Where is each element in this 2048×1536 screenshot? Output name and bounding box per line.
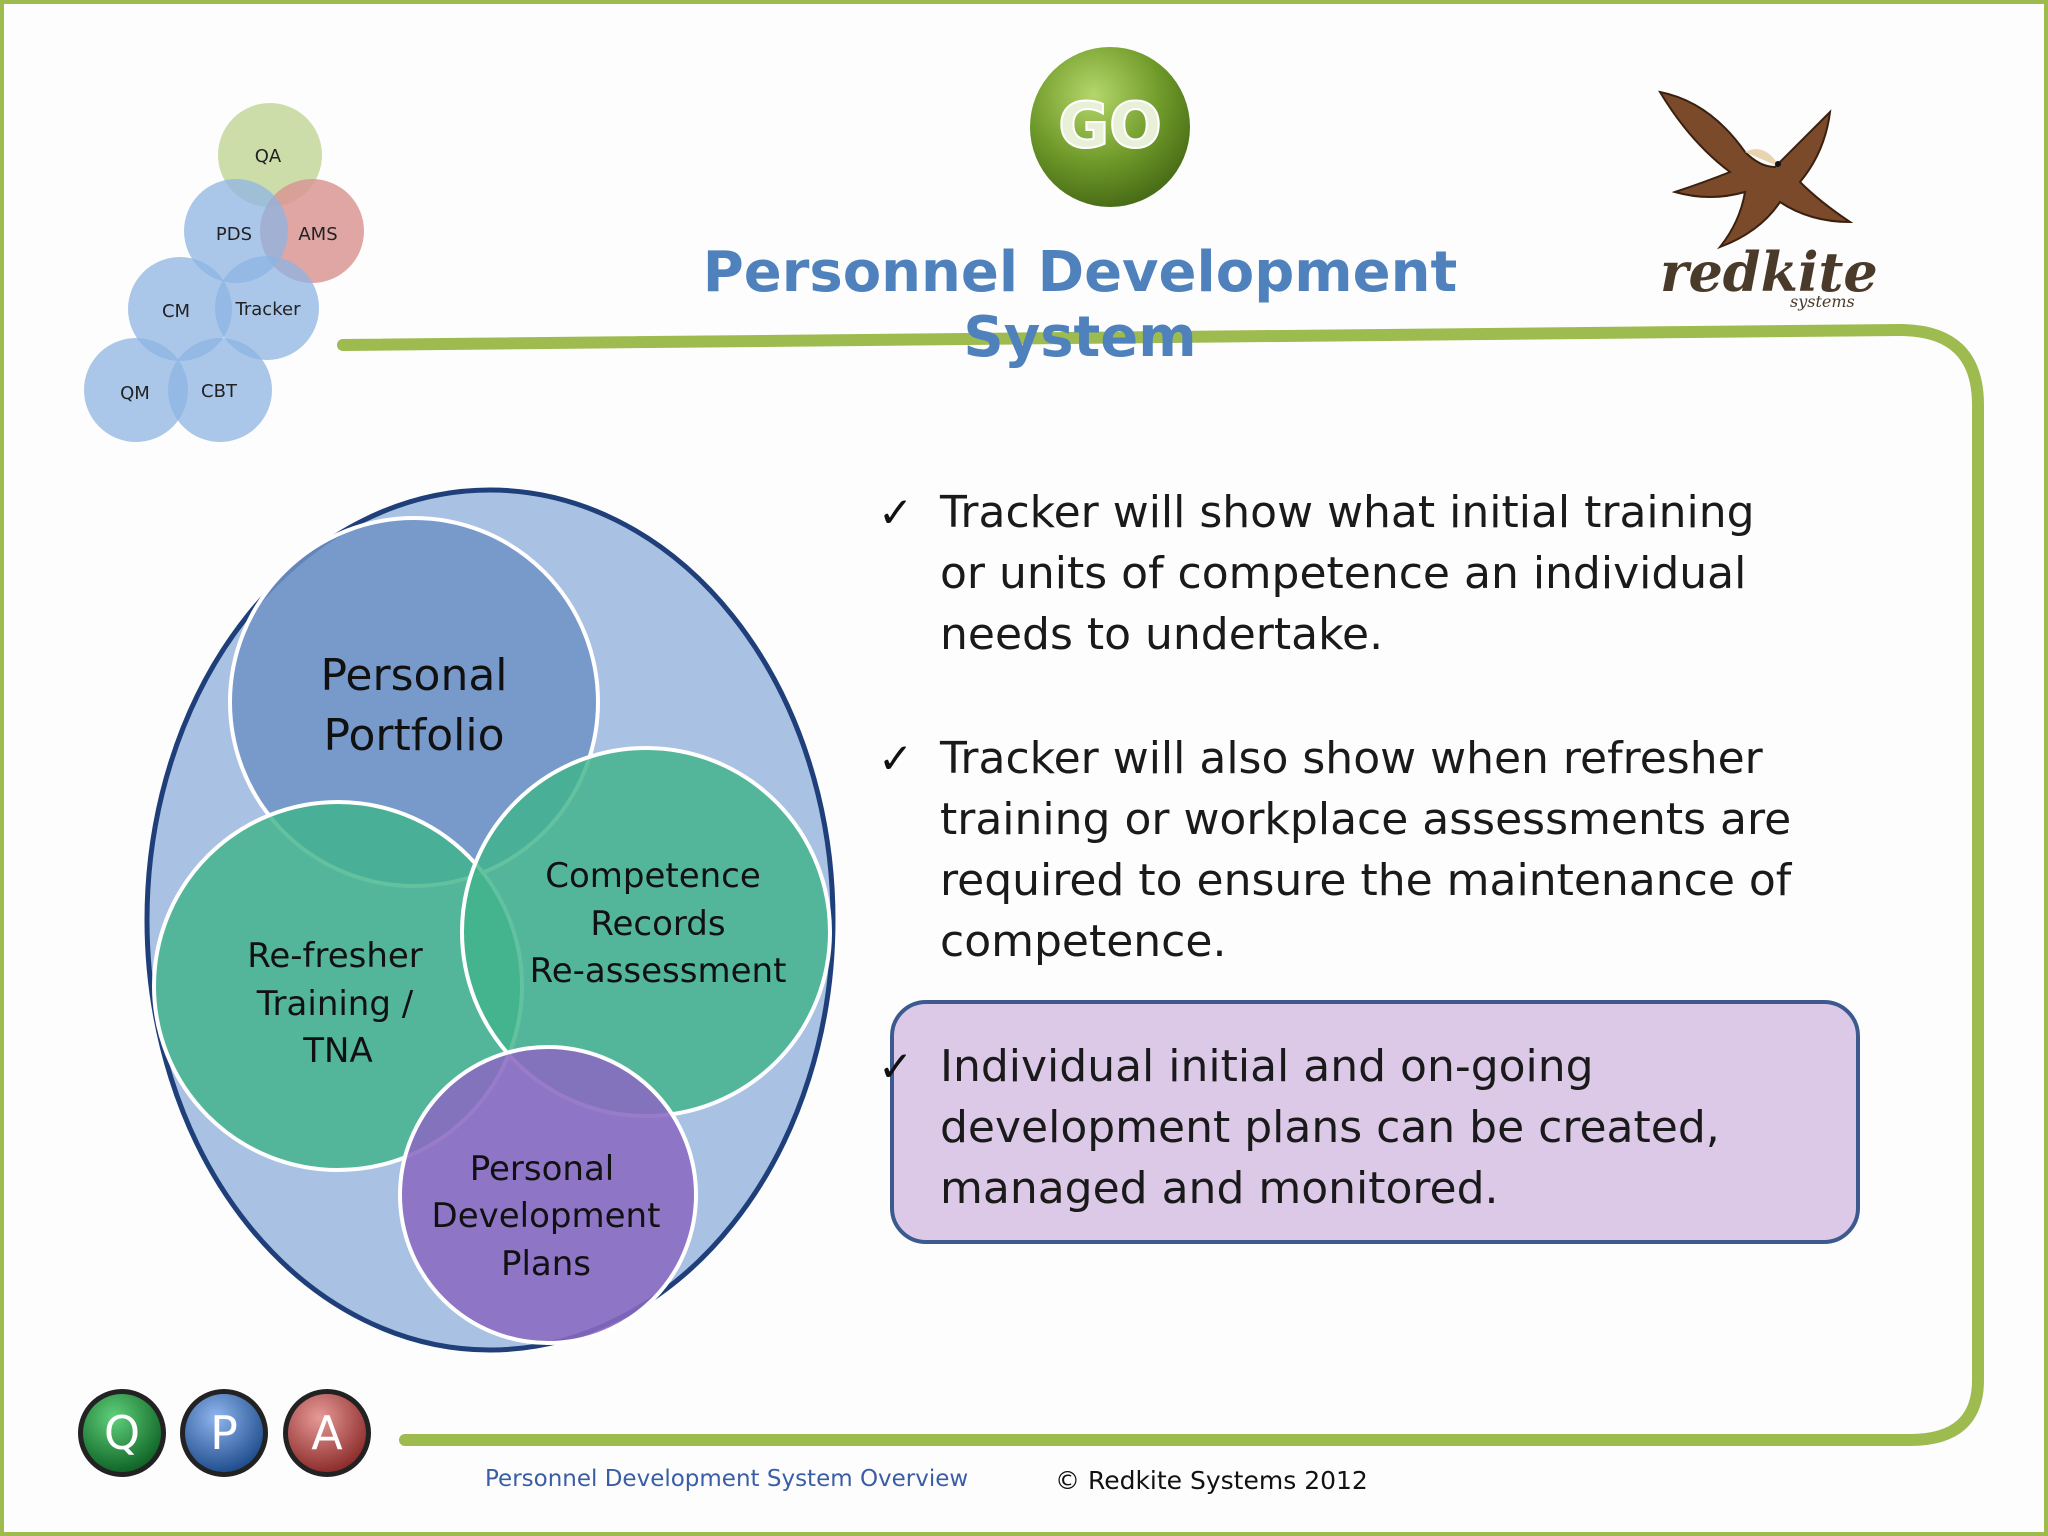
- callout-box: [890, 1000, 1860, 1244]
- venn-circle-pdp: [398, 1045, 698, 1345]
- module-label-qm: QM: [120, 383, 150, 404]
- module-label-ams: AMS: [298, 224, 337, 245]
- bullet-3-line-1: Individual initial and on-going: [940, 1041, 1594, 1092]
- venn-diagram: Personal Portfolio Re-fresher Training /…: [144, 487, 836, 1353]
- venn-label-portfolio-2: Portfolio: [323, 710, 504, 761]
- module-circle-tracker: [215, 256, 319, 360]
- footer-copyright: © Redkite Systems 2012: [1055, 1466, 1368, 1495]
- module-cluster: QA PDS AMS CM Tracker QM CBT: [84, 103, 364, 442]
- module-label-cbt: CBT: [201, 381, 238, 402]
- checkmark-icon: ✓: [878, 734, 914, 783]
- venn-label-pdp-1: Personal: [470, 1149, 615, 1189]
- bullet-3-line-2: development plans can be created,: [940, 1102, 1720, 1153]
- bullet-1-line-3: needs to undertake.: [940, 609, 1384, 660]
- logo-wordmark: redkite: [1660, 240, 1878, 304]
- q-label: Q: [104, 1406, 140, 1460]
- module-circle-cbt: [168, 338, 272, 442]
- venn-label-pdp-3: Plans: [501, 1244, 591, 1284]
- module-label-cm: CM: [162, 301, 190, 322]
- checkmark-icon: ✓: [878, 488, 914, 537]
- module-circle-ams: [260, 179, 364, 283]
- go-label: GO: [1058, 89, 1162, 162]
- venn-label-portfolio-1: Personal: [320, 650, 507, 701]
- footer-title: Personnel Development System Overview: [485, 1466, 969, 1492]
- venn-label-refresher-1: Re-fresher: [247, 936, 423, 976]
- logo-subtitle: systems: [1790, 292, 1855, 311]
- p-label: P: [210, 1406, 238, 1460]
- checkmark-icon: ✓: [878, 1042, 914, 1091]
- bullet-1-line-2: or units of competence an individual: [940, 548, 1747, 599]
- kite-bird-icon: [1657, 90, 1854, 250]
- bullet-1: ✓ Tracker will show what initial trainin…: [878, 482, 1840, 665]
- venn-label-refresher-3: TNA: [302, 1031, 372, 1071]
- bullet-2: ✓ Tracker will also show when refresher …: [878, 728, 1840, 972]
- page-title: Personnel Development System: [702, 240, 1458, 370]
- bullet-2-line-3: required to ensure the maintenance of: [940, 855, 1792, 906]
- venn-label-competence-2: Records: [590, 904, 725, 944]
- module-label-pds: PDS: [216, 224, 252, 245]
- bullet-2-line-1: Tracker will also show when refresher: [940, 733, 1763, 784]
- bullet-2-line-2: training or workplace assessments are: [940, 794, 1792, 845]
- a-button[interactable]: A: [283, 1389, 371, 1477]
- bullet-3-line-3: managed and monitored.: [940, 1163, 1499, 1214]
- module-label-tracker: Tracker: [235, 299, 302, 320]
- go-button[interactable]: GO: [1025, 42, 1195, 212]
- q-button[interactable]: Q: [78, 1389, 166, 1477]
- module-label-qa: QA: [255, 146, 282, 167]
- bullet-1-line-1: Tracker will show what initial training: [940, 487, 1755, 538]
- bullet-3: ✓ Individual initial and on-going develo…: [878, 1036, 1840, 1219]
- module-circle-cm: [128, 257, 232, 361]
- qpa-nav: Q P A: [78, 1389, 371, 1477]
- venn-label-refresher-2: Training /: [256, 984, 414, 1024]
- module-circle-qm: [84, 338, 188, 442]
- venn-label-competence-1: Competence: [545, 856, 761, 896]
- bullet-2-line-4: competence.: [940, 916, 1227, 967]
- p-button[interactable]: P: [180, 1389, 268, 1477]
- venn-label-competence-3: Re-assessment: [530, 951, 787, 991]
- venn-label-pdp-2: Development: [432, 1196, 661, 1236]
- a-label: A: [311, 1406, 343, 1460]
